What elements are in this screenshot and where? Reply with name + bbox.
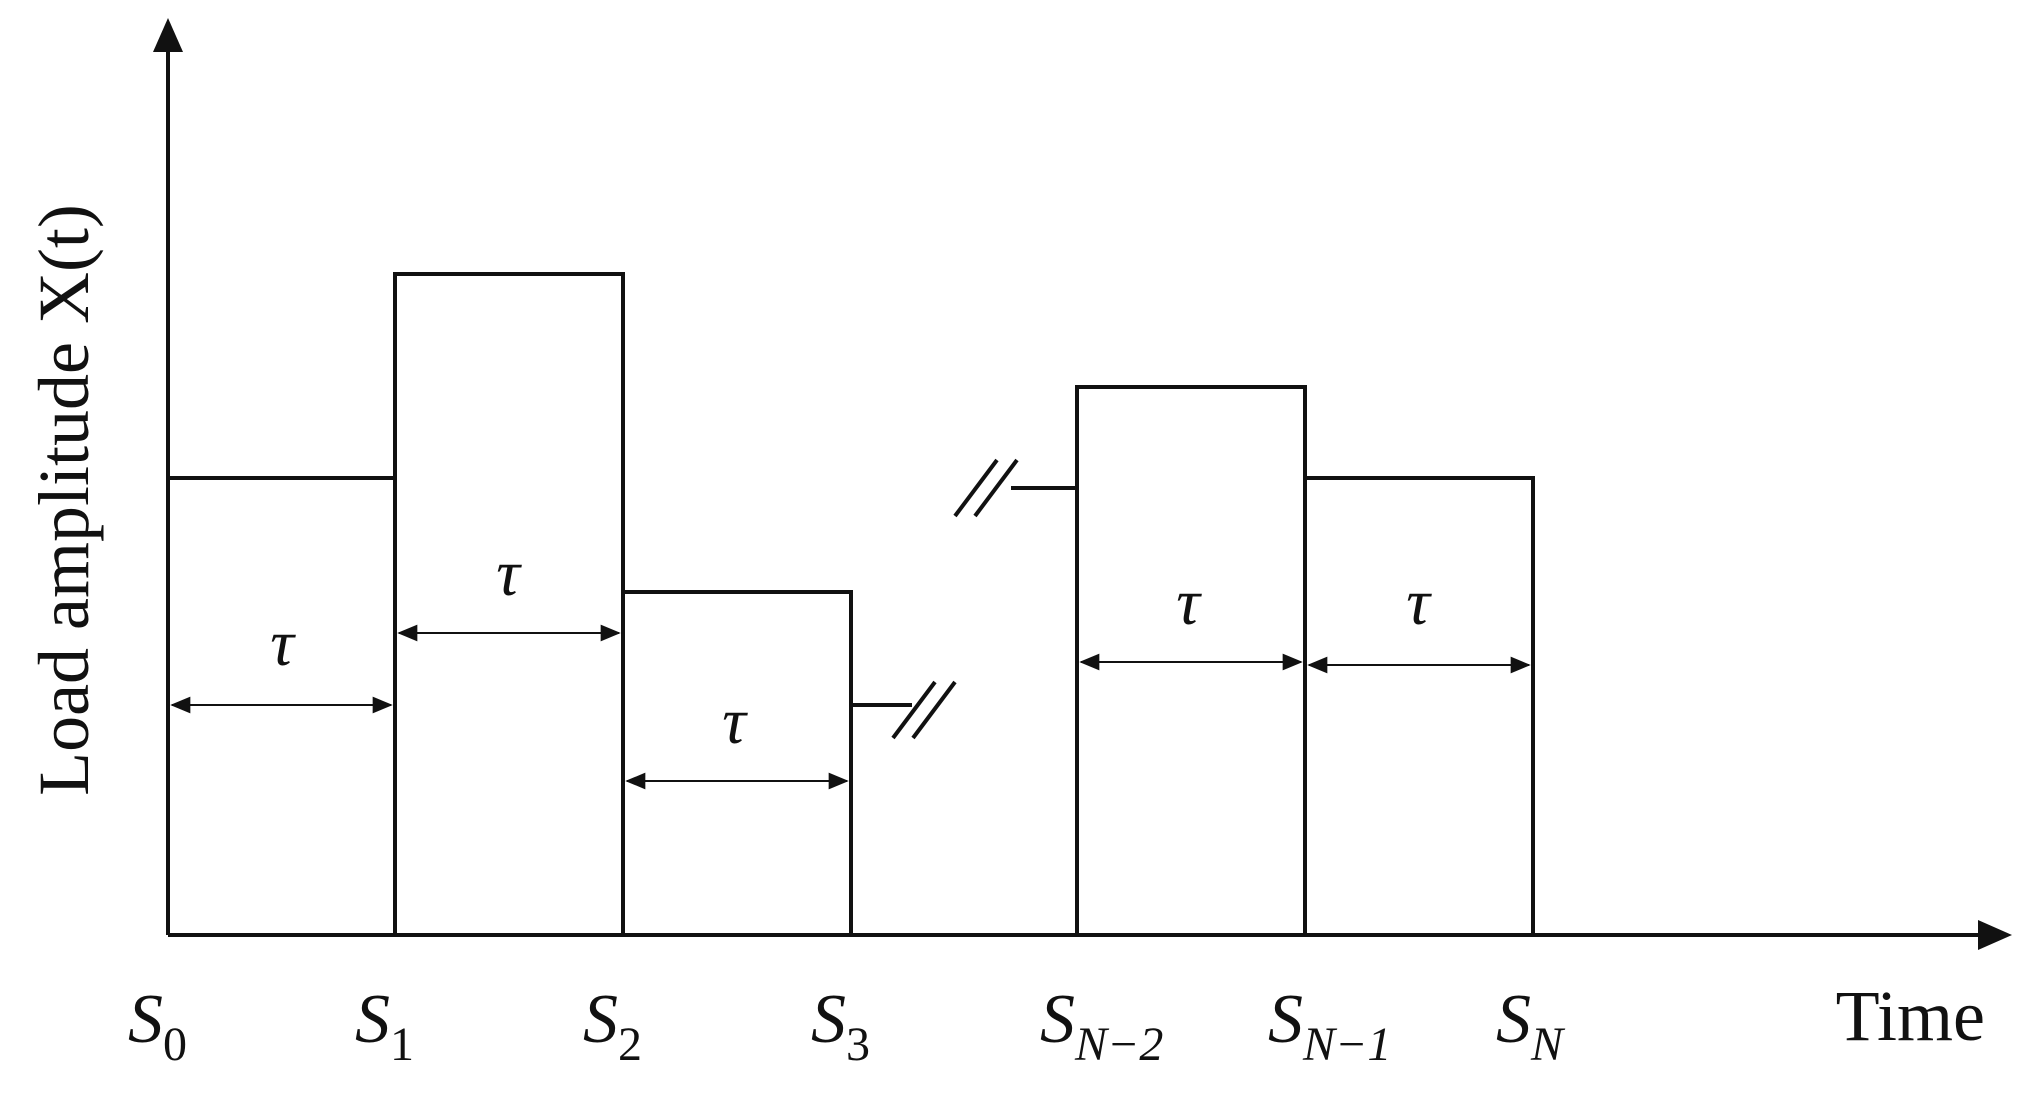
tau-label-3: τ xyxy=(722,685,748,758)
stress-point-label-3: S3 xyxy=(811,981,870,1071)
load-block-n-1-rect xyxy=(1075,385,1307,937)
load-block-n xyxy=(1305,476,1535,935)
stress-point-label-0: S0 xyxy=(128,981,187,1071)
stress-point-label-2: S2 xyxy=(583,981,642,1071)
tau-label-5: τ xyxy=(1406,566,1432,639)
break-mark-1a xyxy=(891,680,937,740)
tau-label-2: τ xyxy=(496,537,522,610)
tau-label-4: τ xyxy=(1176,566,1202,639)
break-mark-1b xyxy=(911,680,957,740)
load-block-2 xyxy=(393,272,625,935)
break-mark-2a xyxy=(953,458,999,518)
stress-point-label-1: S1 xyxy=(355,981,414,1071)
y-axis-label: Load amplitude X(t) xyxy=(24,204,104,796)
x-axis-arrowhead xyxy=(1978,920,2012,950)
break-mark-2b xyxy=(973,458,1019,518)
stress-point-label-n: SN xyxy=(1496,981,1566,1071)
y-axis-arrowhead xyxy=(153,18,183,52)
stress-point-label-n-1: SN−1 xyxy=(1268,981,1391,1071)
stress-point-label-n-2: SN−2 xyxy=(1040,981,1163,1071)
load-block-3 xyxy=(623,590,853,935)
load-block-1 xyxy=(168,476,397,935)
tau-label-1: τ xyxy=(270,607,296,680)
x-axis-label: Time xyxy=(1836,976,1985,1056)
